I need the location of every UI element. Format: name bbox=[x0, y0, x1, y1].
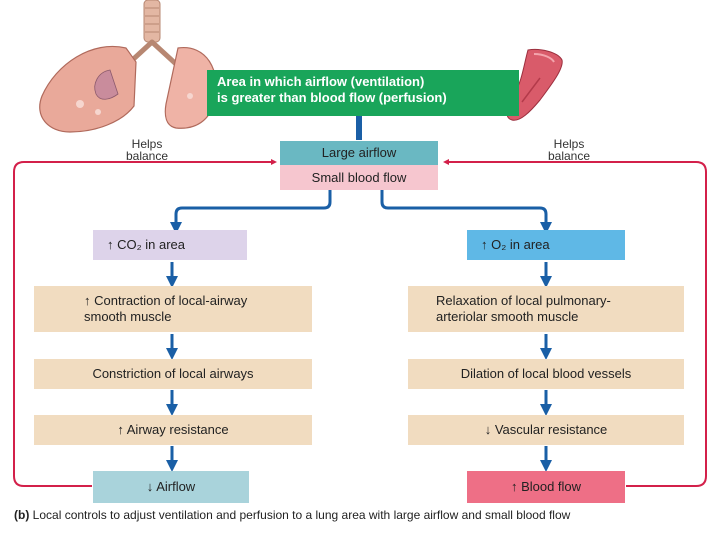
helps-balance-right: Helps balance bbox=[547, 137, 591, 163]
condition-box: Area in which airflow (ventilation) is g… bbox=[207, 70, 519, 116]
helps-balance-left: Helps balance bbox=[125, 137, 169, 163]
contraction-text: ↑ Contraction of local-airway smooth mus… bbox=[84, 293, 248, 324]
lungs-illustration bbox=[39, 0, 217, 133]
figure-caption: (b) Local controls to adjust ventilation… bbox=[14, 508, 710, 522]
relaxation-box: Relaxation of local pulmonary-arteriolar… bbox=[408, 286, 684, 332]
relaxation-text: Relaxation of local pulmonary-arteriolar… bbox=[436, 293, 611, 324]
airway-resistance-box: ↑ Airway resistance bbox=[34, 415, 312, 445]
co2-box: ↑ CO₂ in area bbox=[93, 230, 247, 260]
constriction-box: Constriction of local airways bbox=[34, 359, 312, 389]
blood-flow-box: ↑ Blood flow bbox=[467, 471, 625, 503]
condition-line-2: is greater than blood flow (perfusion) bbox=[217, 90, 447, 105]
large-airflow-box: Large airflow bbox=[280, 141, 438, 165]
airflow-box: ↓ Airflow bbox=[93, 471, 249, 503]
caption-text: Local controls to adjust ventilation and… bbox=[32, 508, 571, 522]
condition-line-1: Area in which airflow (ventilation) bbox=[217, 74, 425, 89]
small-blood-flow-box: Small blood flow bbox=[280, 165, 438, 190]
vascular-resistance-box: ↓ Vascular resistance bbox=[408, 415, 684, 445]
o2-box: ↑ O₂ in area bbox=[467, 230, 625, 260]
dilation-box: Dilation of local blood vessels bbox=[408, 359, 684, 389]
caption-label: (b) bbox=[14, 508, 30, 522]
contraction-box: ↑ Contraction of local-airway smooth mus… bbox=[34, 286, 312, 332]
